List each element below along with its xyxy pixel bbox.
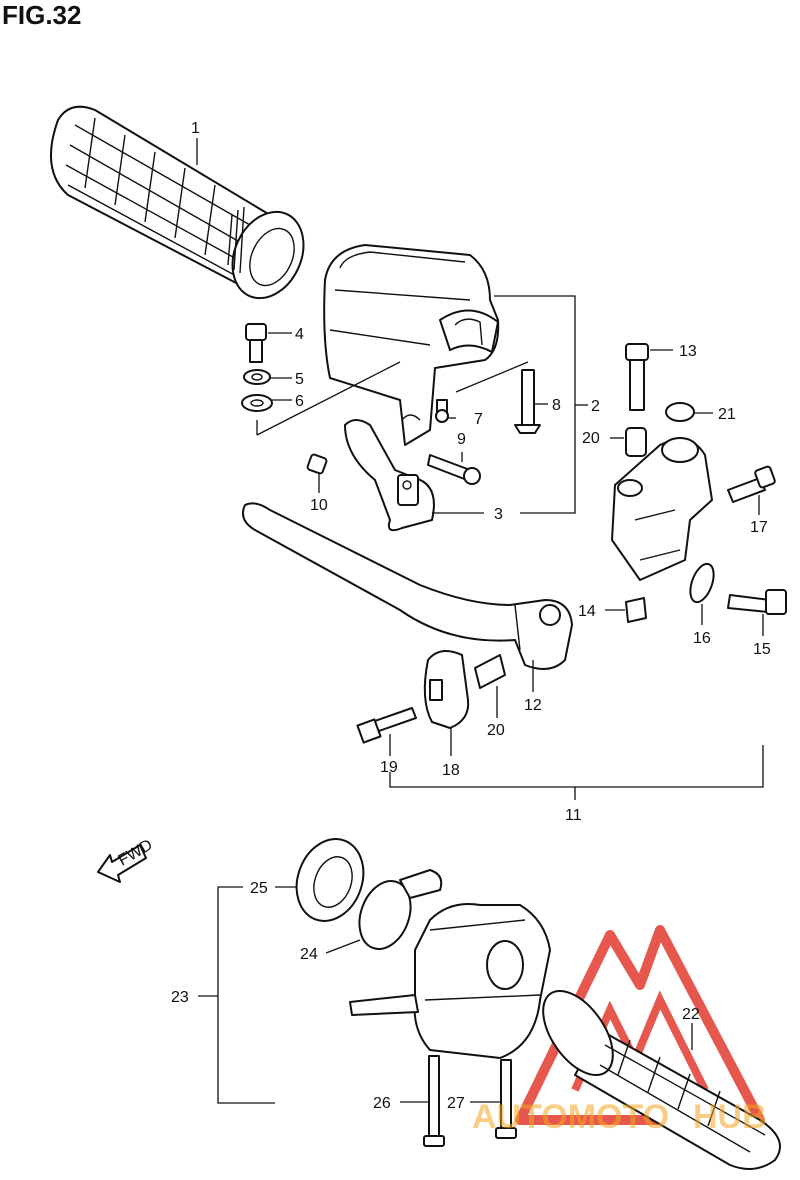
cap-part-21 <box>665 402 695 422</box>
callout-18: 18 <box>442 762 460 779</box>
watermark-text-part2: HUB <box>693 1098 767 1136</box>
collar-part-20-upper <box>625 427 647 457</box>
clutch-holder-part-2 <box>323 244 500 446</box>
callout-5: 5 <box>295 371 304 388</box>
grip-part-22 <box>542 989 781 1170</box>
callout-26: 26 <box>373 1095 391 1112</box>
callout-24: 24 <box>300 946 318 963</box>
bracket-part-18 <box>423 650 470 729</box>
watermark-text-part1: AUTOMOTO <box>472 1098 669 1136</box>
callout-27: 27 <box>447 1095 465 1112</box>
washer-part-16 <box>689 562 715 604</box>
callout-14: 14 <box>578 603 596 620</box>
lever-part-12 <box>242 502 573 670</box>
callout-13: 13 <box>679 343 697 360</box>
bolt-part-13 <box>625 343 649 411</box>
callout-25: 25 <box>250 880 268 897</box>
callout-12: 12 <box>524 697 542 714</box>
grip-part-1 <box>49 105 305 300</box>
callout-1: 1 <box>191 120 200 137</box>
callout-7: 7 <box>474 411 483 428</box>
perch-holder <box>611 437 713 581</box>
callout-4: 4 <box>295 326 304 343</box>
callout-3: 3 <box>494 506 503 523</box>
screw-part-7 <box>435 399 449 423</box>
callout-20-upper: 20 <box>582 430 600 447</box>
bolt-part-15 <box>727 589 787 615</box>
fwd-arrow-icon <box>97 844 147 883</box>
callout-21: 21 <box>718 406 736 423</box>
dust-seal-part-25 <box>295 838 365 922</box>
bolt-part-19 <box>356 707 417 744</box>
washer-part-5 <box>243 369 271 385</box>
callout-20-lower: 20 <box>487 722 505 739</box>
throttle-housing-part-23 <box>349 903 551 1059</box>
bolt-part-27 <box>495 1059 517 1139</box>
collar-part-20-lower <box>474 654 506 689</box>
bolt-part-4 <box>245 323 267 363</box>
leader-lines <box>196 138 764 1104</box>
callout-22: 22 <box>682 1006 700 1023</box>
nut-part-14 <box>625 597 647 623</box>
washer-part-6 <box>241 394 273 412</box>
callout-19: 19 <box>380 759 398 776</box>
figure-title: FIG.32 <box>2 0 82 30</box>
bolt-part-8 <box>514 369 541 434</box>
bolt-part-26 <box>423 1055 445 1147</box>
callout-10: 10 <box>310 497 328 514</box>
screw-part-9 <box>427 454 481 485</box>
collar-part-24 <box>358 869 443 950</box>
switch-part-3 <box>344 419 435 532</box>
callout-15: 15 <box>753 641 771 658</box>
callout-2: 2 <box>591 398 600 415</box>
callout-17: 17 <box>750 519 768 536</box>
callout-23: 23 <box>171 989 189 1006</box>
nut-part-10 <box>306 453 328 475</box>
callout-6: 6 <box>295 393 304 410</box>
callout-11: 11 <box>565 807 582 824</box>
bolt-part-17 <box>727 465 776 503</box>
callout-8: 8 <box>552 397 561 414</box>
callout-16: 16 <box>693 630 711 647</box>
callout-9: 9 <box>457 431 466 448</box>
